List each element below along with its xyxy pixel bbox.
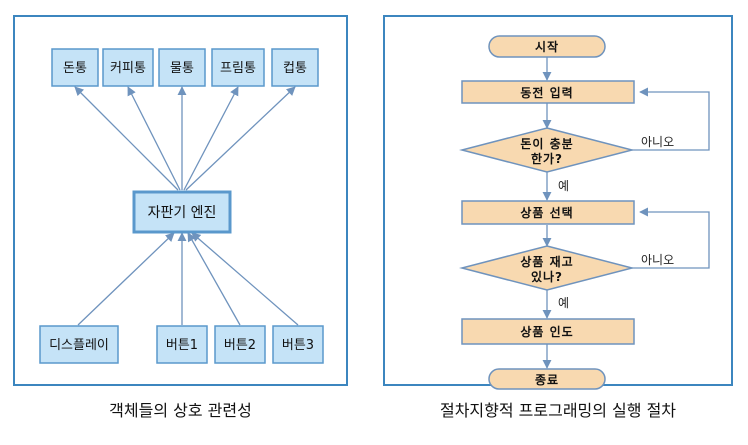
stock-check-yes-label: 예 <box>558 296 569 310</box>
button1-box <box>156 325 208 364</box>
start-terminal <box>488 35 606 58</box>
stock-no-loop-arrow <box>632 207 710 269</box>
flow-connectors <box>542 56 710 369</box>
display-box <box>39 325 119 364</box>
coffee-box <box>102 48 154 87</box>
money-box-label: 돈통 <box>63 61 87 76</box>
money-check-line1: 돈이 충분 <box>520 136 573 151</box>
start-terminal-label: 시작 <box>535 39 559 54</box>
bottom-boxes: 디스플레이 버튼1 버튼2 버튼3 <box>39 325 324 364</box>
check-no-loop-arrow <box>632 87 710 151</box>
bottom-to-engine-arrows <box>77 232 299 326</box>
arrow-to-coffee-box <box>127 86 181 191</box>
stock-check-line1: 상품 재고 <box>520 254 573 269</box>
button2-box <box>214 325 266 364</box>
insert-coin-step <box>461 80 635 104</box>
water-box <box>158 48 206 87</box>
top-boxes: 돈통 커피통 물통 프림통 컵통 <box>51 48 319 87</box>
cup-box-label: 컵통 <box>283 61 307 76</box>
arrow-from-button3 <box>191 232 299 326</box>
display-box-label: 디스플레이 <box>49 338 109 353</box>
coffee-box-label: 커피통 <box>110 61 146 76</box>
money-check-yes-label: 예 <box>558 179 569 193</box>
select-product-label: 상품 선택 <box>520 205 573 220</box>
money-check-decision <box>459 127 635 173</box>
cream-box-label: 프림통 <box>220 61 256 76</box>
arrow-to-cup-box <box>185 86 296 191</box>
deliver-product-label: 상품 인도 <box>520 324 573 339</box>
money-check-no-label: 아니오 <box>641 135 674 149</box>
deliver-product-step <box>461 318 635 345</box>
end-terminal <box>488 368 606 390</box>
stock-check-decision <box>459 245 635 291</box>
button3-box-label: 버튼3 <box>282 338 314 353</box>
left-figure-caption: 객체들의 상호 관련성 <box>109 401 252 420</box>
arrow-from-button2 <box>187 232 241 326</box>
stock-check-no-label: 아니오 <box>641 253 674 267</box>
arrow-to-money-box <box>74 86 179 191</box>
stock-check-line2: 있나? <box>531 269 563 284</box>
arrow-from-display <box>77 232 175 326</box>
select-product-step <box>461 200 635 225</box>
cream-box <box>211 48 265 87</box>
cup-box <box>271 48 319 87</box>
right-figure-caption: 절차지향적 프로그래밍의 실행 절차 <box>439 401 677 420</box>
button3-box <box>272 325 324 364</box>
end-terminal-label: 종료 <box>535 373 559 387</box>
button2-box-label: 버튼2 <box>224 338 256 353</box>
money-box <box>51 48 99 87</box>
vending-engine-box <box>132 190 232 234</box>
water-box-label: 물통 <box>170 61 194 76</box>
money-check-line2: 한가? <box>531 151 563 166</box>
arrow-to-cream-box <box>183 86 239 191</box>
button1-box-label: 버튼1 <box>166 338 198 353</box>
insert-coin-label: 동전 입력 <box>520 85 573 100</box>
vending-engine-label: 자판기 엔진 <box>148 205 217 221</box>
engine-to-top-arrows <box>74 86 296 191</box>
object-relation-panel <box>13 15 348 386</box>
